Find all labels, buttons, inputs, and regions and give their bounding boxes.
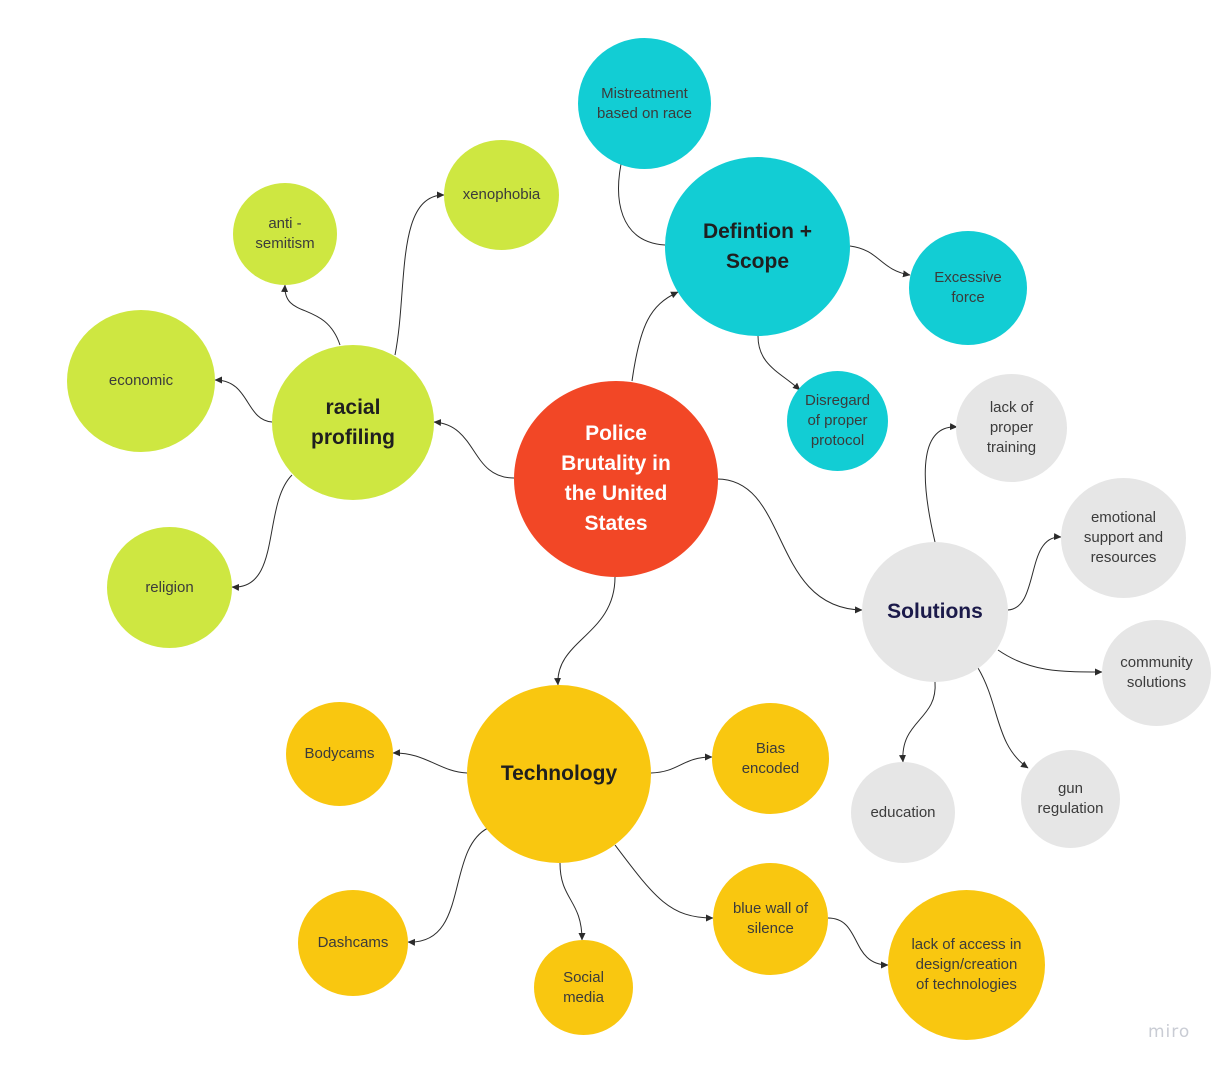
bodycams-label: Bodycams xyxy=(304,745,375,762)
social-media-node[interactable]: Social media xyxy=(534,940,633,1035)
community-solutions-node[interactable]: community solutions xyxy=(1102,620,1211,726)
definition-scope-node[interactable]: Defintion + Scope xyxy=(665,157,850,336)
miro-watermark: miro xyxy=(1148,1022,1191,1042)
edge-solutions-training xyxy=(924,423,958,543)
disregard-protocol-label: Disregard of proper protocol xyxy=(804,392,871,449)
gun-regulation-label: gun regulation xyxy=(1037,780,1104,817)
edge-definition-disregard xyxy=(757,335,801,391)
edge-solutions-gun xyxy=(977,667,1029,769)
mistreatment-node[interactable]: Mistreatment based on race xyxy=(578,38,711,169)
excessive-force-label: Excessive force xyxy=(934,269,1002,306)
education-label: education xyxy=(870,803,936,821)
lack-of-training-label: lack of proper training xyxy=(986,399,1037,456)
center-topic-node[interactable]: Police Brutality in the United States xyxy=(514,381,718,577)
technology-label: Technology xyxy=(500,762,618,785)
edge-solutions-community xyxy=(997,649,1103,676)
edge-technology-blue-wall xyxy=(614,844,714,922)
gun-regulation-node[interactable]: gun regulation xyxy=(1021,750,1120,848)
economic-node[interactable]: economic xyxy=(67,310,215,452)
anti-semitism-node[interactable]: anti - semitism xyxy=(233,183,337,285)
edge-technology-social-media xyxy=(559,862,586,941)
solutions-node[interactable]: Solutions xyxy=(862,542,1008,682)
edge-bluewall-lack-of-access xyxy=(827,917,889,969)
excessive-force-node[interactable]: Excessive force xyxy=(909,231,1027,345)
anti-semitism-label: anti - semitism xyxy=(255,215,315,252)
emotional-support-label: emotional support and resources xyxy=(1083,509,1164,566)
edge-technology-bodycams xyxy=(392,749,468,774)
lack-of-training-node[interactable]: lack of proper training xyxy=(956,374,1067,482)
racial-profiling-node[interactable]: racial profiling xyxy=(272,345,434,500)
blue-wall-of-silence-node[interactable]: blue wall of silence xyxy=(713,863,828,975)
edge-definition-excessive-force xyxy=(849,245,911,278)
edge-solutions-emotional xyxy=(1007,533,1062,611)
edge-technology-bias xyxy=(650,753,713,774)
lack-of-access-node[interactable]: lack of access in design/creation of tec… xyxy=(888,890,1045,1040)
racial-profiling-label: racial profiling xyxy=(311,395,395,449)
blue-wall-of-silence-label: blue wall of silence xyxy=(732,900,809,937)
edge-racial-xenophobia xyxy=(394,191,445,356)
mistreatment-label: Mistreatment based on race xyxy=(596,84,693,122)
dashcams-label: Dashcams xyxy=(317,934,389,951)
edge-center-definition xyxy=(631,291,679,382)
edge-racial-economic xyxy=(214,376,273,423)
bias-encoded-label: Bias encoded xyxy=(741,739,800,777)
edge-racial-religion xyxy=(231,474,293,591)
disregard-protocol-node[interactable]: Disregard of proper protocol xyxy=(787,371,888,471)
dashcams-node[interactable]: Dashcams xyxy=(298,890,408,996)
edge-racial-antisemitism xyxy=(281,284,341,346)
edge-definition-mistreatment xyxy=(617,154,666,246)
religion-label: religion xyxy=(145,578,194,596)
bodycams-node[interactable]: Bodycams xyxy=(286,702,393,806)
community-solutions-label: community solutions xyxy=(1120,654,1193,691)
edge-center-technology xyxy=(554,576,616,686)
edge-solutions-education xyxy=(899,681,936,763)
religion-node[interactable]: religion xyxy=(107,527,232,648)
center-topic-label: Police Brutality in the United States xyxy=(561,422,671,535)
education-node[interactable]: education xyxy=(851,762,955,863)
emotional-support-node[interactable]: emotional support and resources xyxy=(1061,478,1186,598)
xenophobia-node[interactable]: xenophobia xyxy=(444,140,559,250)
social-media-label: Social media xyxy=(563,968,604,1006)
economic-label: economic xyxy=(108,372,174,389)
xenophobia-label: xenophobia xyxy=(462,186,541,203)
solutions-label: Solutions xyxy=(887,600,983,623)
definition-scope-label: Defintion + Scope xyxy=(702,219,813,273)
technology-node[interactable]: Technology xyxy=(467,685,651,863)
bias-encoded-node[interactable]: Bias encoded xyxy=(712,703,829,814)
edge-center-solutions xyxy=(716,478,863,614)
edge-center-racial-profiling xyxy=(433,418,515,479)
edge-technology-dashcams xyxy=(407,827,489,946)
lack-of-access-label: lack of access in design/creation of tec… xyxy=(911,936,1022,993)
